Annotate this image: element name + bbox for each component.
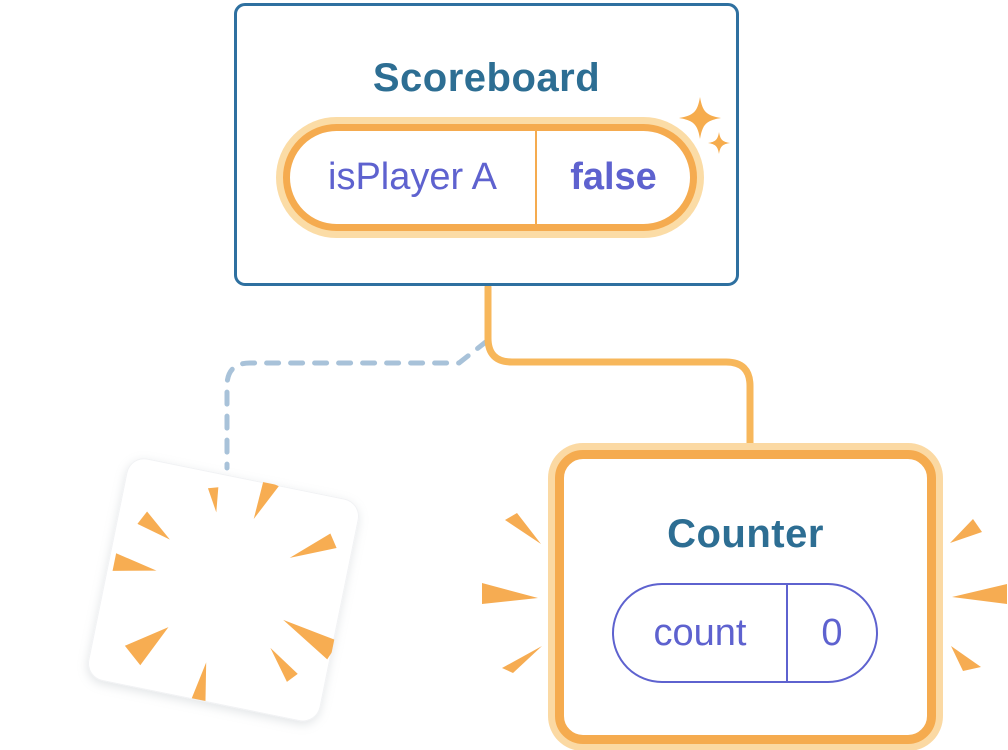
scoreboard-component-card: Scoreboard isPlayer A false	[234, 3, 739, 286]
state-value: false	[535, 131, 690, 224]
preserved-branch-line	[484, 283, 754, 462]
state-name: isPlayer A	[328, 156, 497, 198]
state-value: 0	[786, 585, 876, 681]
state-name: count	[653, 611, 747, 654]
destroyed-component-card	[84, 455, 363, 725]
counter-state-pill: count 0	[612, 583, 878, 683]
destroyed-branch-dashed-line	[224, 338, 490, 471]
sparkle-icon	[679, 97, 730, 154]
scoreboard-state-pill: isPlayer A false	[283, 124, 697, 231]
poof-burst-icon	[112, 479, 340, 701]
counter-title: Counter	[667, 512, 824, 556]
scoreboard-title: Scoreboard	[372, 56, 601, 100]
counter-component-card: Counter count 0	[555, 450, 936, 744]
